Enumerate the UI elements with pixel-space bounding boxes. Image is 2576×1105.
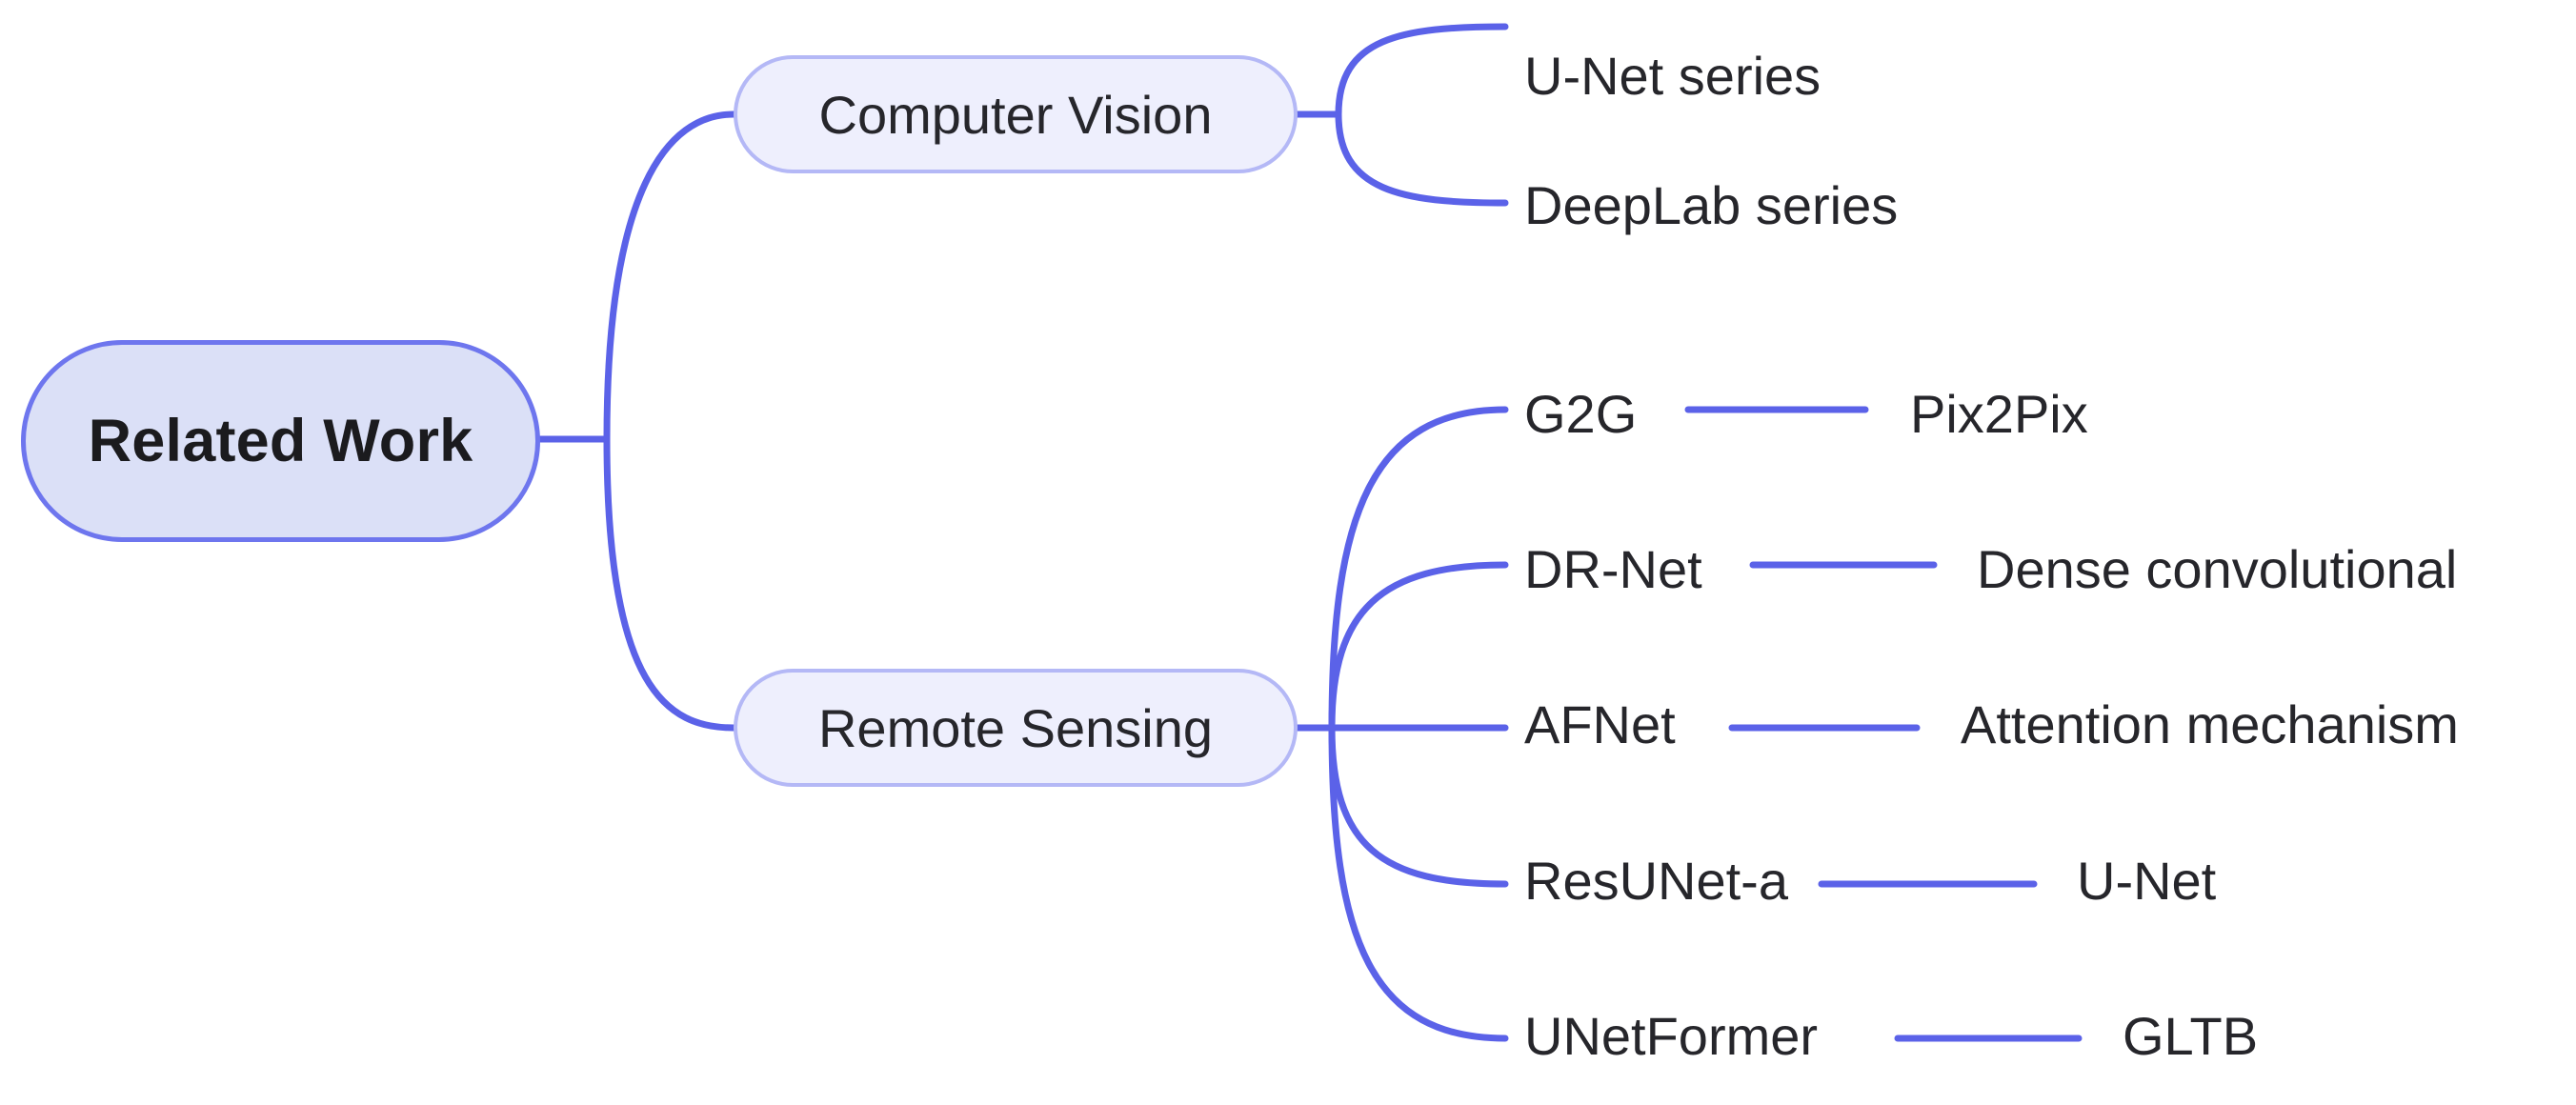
node-remote-sensing-label: Remote Sensing: [817, 697, 1213, 758]
node-remote-sensing[interactable]: Remote Sensing: [734, 669, 1298, 787]
leaf-g2g[interactable]: G2G: [1524, 384, 1638, 444]
leaf-gltb[interactable]: GLTB: [2123, 1006, 2259, 1066]
edge-rs-to-dr-net: [1328, 561, 1509, 732]
edge-cv-to-u-net-series: [1335, 23, 1509, 118]
leaf-dr-net[interactable]: DR-Net: [1524, 539, 1702, 599]
edge-cv-to-deeplab-series: [1335, 110, 1509, 207]
leaf-resunet-a[interactable]: ResUNet-a: [1524, 851, 1788, 911]
edge-rs-to-g2g: [1328, 406, 1509, 732]
leaf-afnet[interactable]: AFNet: [1524, 694, 1676, 754]
node-computer-vision[interactable]: Computer Vision: [734, 55, 1298, 173]
node-related-work[interactable]: Related Work: [21, 340, 540, 542]
edge-rs-to-unetformer: [1328, 724, 1509, 1042]
edge-root-to-remote-sensing: [603, 435, 737, 732]
leaf-u-net-series[interactable]: U-Net series: [1524, 46, 1821, 106]
leaf-unetformer[interactable]: UNetFormer: [1524, 1006, 1819, 1066]
leaf-pix2pix[interactable]: Pix2Pix: [1910, 384, 2088, 444]
leaf-deeplab-series[interactable]: DeepLab series: [1524, 175, 1899, 235]
edge-root-to-computer-vision: [603, 110, 737, 443]
leaf-u-net[interactable]: U-Net: [2077, 851, 2217, 911]
edge-rs-to-resunet-a: [1328, 724, 1509, 888]
node-related-work-label: Related Work: [88, 408, 473, 474]
node-computer-vision-label: Computer Vision: [818, 84, 1213, 145]
leaf-attention-mechanism[interactable]: Attention mechanism: [1961, 694, 2459, 754]
leaf-dense-convolutional[interactable]: Dense convolutional: [1977, 539, 2458, 599]
